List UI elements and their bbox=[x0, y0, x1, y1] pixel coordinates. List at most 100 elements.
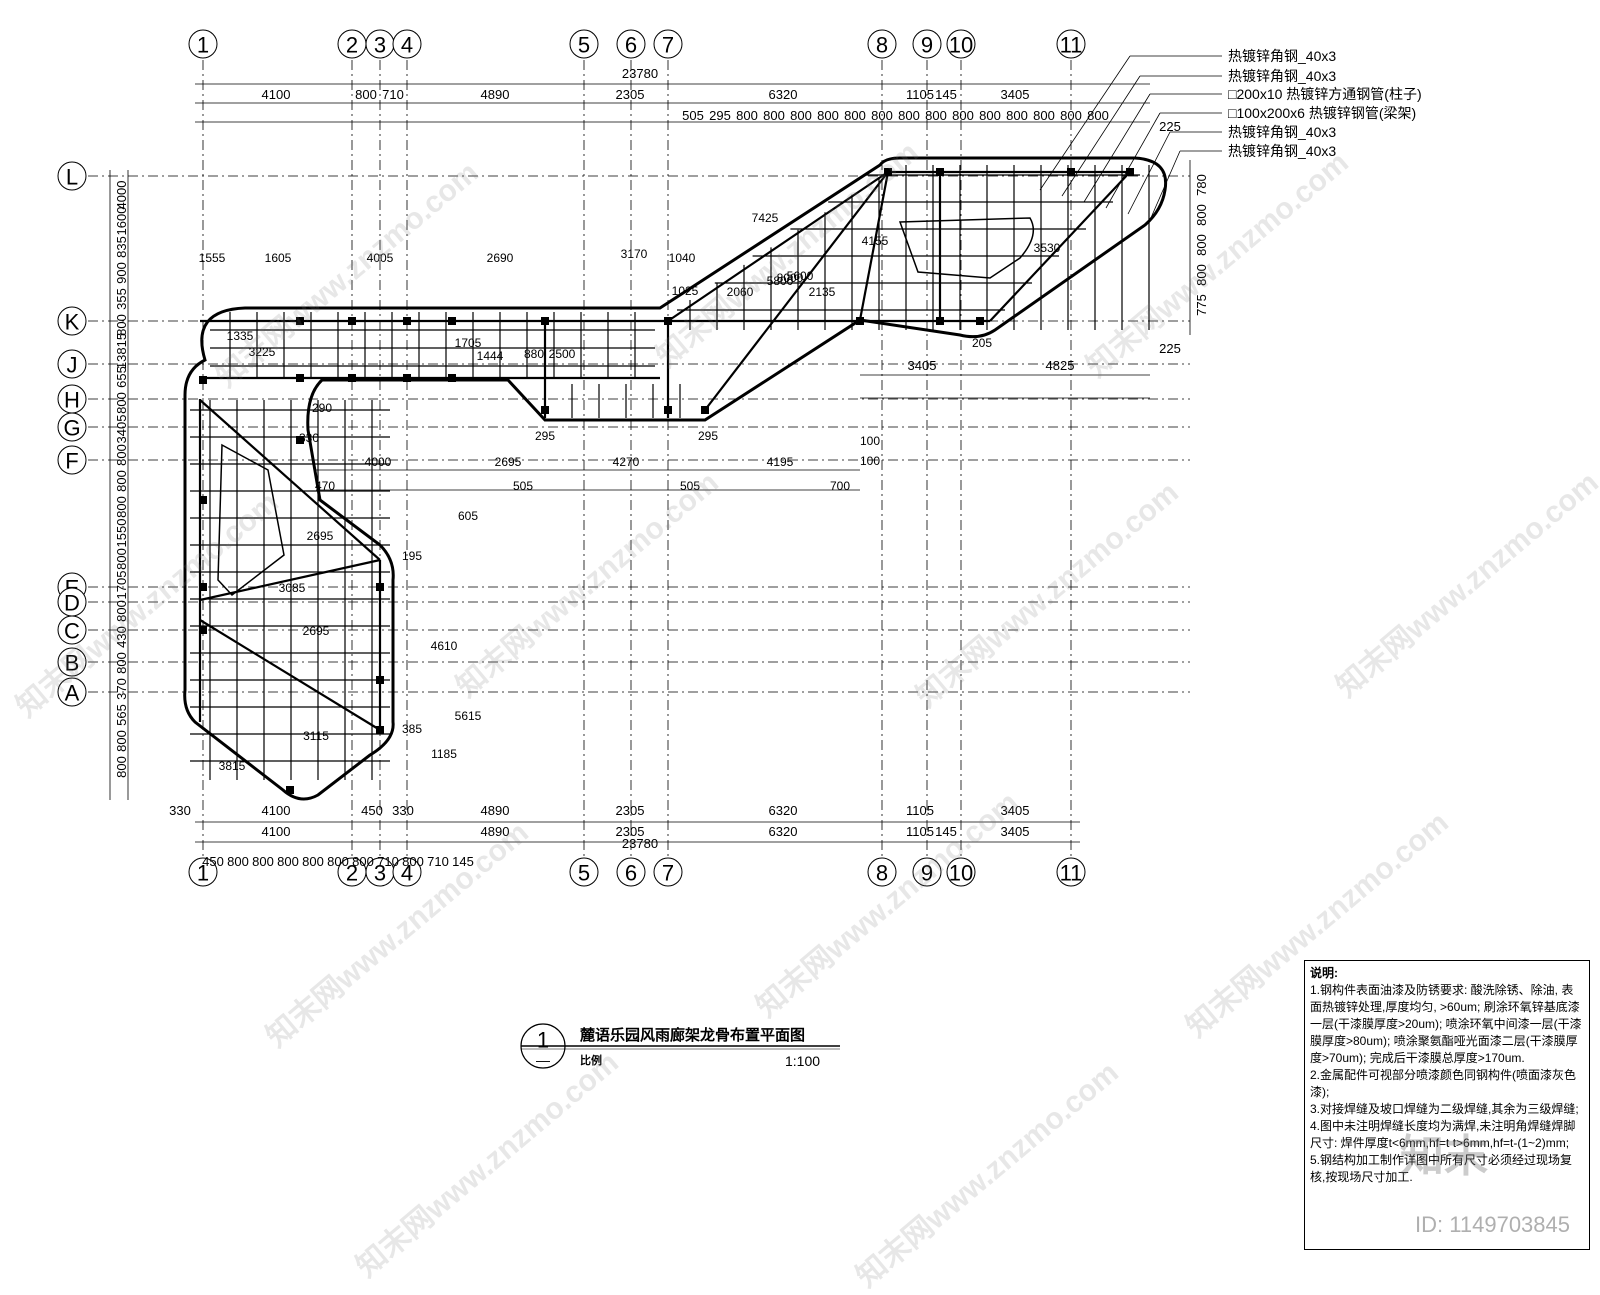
interior-dim: 5615 bbox=[455, 709, 482, 723]
top-dim: 145 bbox=[935, 87, 957, 102]
axis-bubble-6-bottom: 6 bbox=[616, 857, 646, 887]
top-dim-detail: 800 bbox=[952, 108, 974, 123]
interior-dim: 3115 bbox=[303, 729, 329, 743]
axis-bubble-B: B bbox=[57, 647, 87, 677]
note-item: 3.对接焊缝及坡口焊缝为二级焊缝,其余为三级焊缝; bbox=[1310, 1102, 1579, 1116]
right-dim: 225 bbox=[1159, 341, 1181, 356]
axis-label-4: 4 bbox=[401, 33, 413, 58]
interior-dim: 2135 bbox=[809, 285, 836, 299]
left-dim: 800 bbox=[114, 314, 129, 336]
left-dim: 4000 bbox=[114, 181, 129, 210]
axis-label-6: 6 bbox=[625, 33, 637, 58]
interior-dim: 700 bbox=[830, 479, 850, 493]
bottom-dim: 3405 bbox=[1001, 803, 1030, 818]
axis-label-1: 1 bbox=[197, 861, 209, 886]
top-dim-detail: 800 bbox=[736, 108, 758, 123]
top-dim-detail: 800 bbox=[925, 108, 947, 123]
left-dim: 655 bbox=[114, 366, 129, 388]
interior-dim: 100 bbox=[860, 434, 880, 448]
axis-label-7: 7 bbox=[662, 861, 674, 886]
interior-dim: 1185 bbox=[431, 747, 457, 761]
top-dim-detail: 800 bbox=[1060, 108, 1082, 123]
legend-label: 热镀锌角钢_40x3 bbox=[1228, 48, 1336, 64]
axis-bubble-F: F bbox=[57, 445, 87, 475]
interior-dim: 1555 bbox=[199, 251, 226, 265]
interior-dim: 2695 bbox=[303, 624, 330, 638]
scale-value: 1:100 bbox=[785, 1053, 820, 1069]
axis-bubble-4-top: 4 bbox=[392, 29, 422, 59]
axis-label-2: 2 bbox=[346, 861, 358, 886]
axis-bubble-5-bottom: 5 bbox=[569, 857, 599, 887]
left-dim: 355 bbox=[114, 288, 129, 310]
id-watermark: ID: 1149703845 bbox=[1415, 1212, 1570, 1237]
axis-bubble-6-top: 6 bbox=[616, 29, 646, 59]
steel-framing-structure bbox=[183, 156, 1168, 801]
axis-bubble-4-bottom: 4 bbox=[392, 857, 422, 887]
bottom-dim: 6320 bbox=[769, 824, 798, 839]
interior-dim: 605 bbox=[458, 509, 478, 523]
axis-label-8: 8 bbox=[876, 861, 888, 886]
left-dim: 800 bbox=[114, 756, 129, 778]
right-dim: 4825 bbox=[1046, 358, 1075, 373]
bottom-dim-detail: 800 bbox=[352, 854, 374, 869]
interior-dim: 4005 bbox=[367, 251, 394, 265]
interior-dim: 4155 bbox=[862, 234, 889, 248]
axis-label-9: 9 bbox=[921, 33, 933, 58]
left-dim: 900 bbox=[114, 262, 129, 284]
legend-callout: 热镀锌角钢_40x3 bbox=[1127, 124, 1336, 215]
axis-label-10: 10 bbox=[949, 861, 973, 886]
interior-dim: 1444 bbox=[477, 349, 504, 363]
axis-bubble-2-top: 2 bbox=[337, 29, 367, 59]
interior-dim: 2500 bbox=[549, 347, 576, 361]
title-number: 1 bbox=[537, 1028, 549, 1053]
left-dim: 370 bbox=[114, 678, 129, 700]
axis-bubble-10-bottom: 10 bbox=[946, 857, 976, 887]
axis-bubble-3-top: 3 bbox=[365, 29, 395, 59]
top-dim-detail: 295 bbox=[709, 108, 731, 123]
bottom-dim: 4890 bbox=[481, 803, 510, 818]
bottom-dim-detail: 710 bbox=[377, 854, 399, 869]
interior-dim: 880 bbox=[524, 347, 544, 361]
left-dim: 800 bbox=[114, 600, 129, 622]
interior-dim: 8000 bbox=[777, 271, 804, 285]
bottom-dim: 6320 bbox=[769, 803, 798, 818]
left-dim: 800 bbox=[114, 392, 129, 414]
bottom-dim: 1105 bbox=[906, 803, 934, 818]
axis-label-4: 4 bbox=[401, 861, 413, 886]
bottom-dim-detail: 800 bbox=[277, 854, 299, 869]
interior-dim: 290 bbox=[312, 401, 332, 415]
dimension-lines bbox=[109, 83, 1191, 843]
top-dim: 3405 bbox=[1001, 87, 1030, 102]
left-dim: 3405 bbox=[114, 415, 129, 444]
axis-bubble-11-top: 11 bbox=[1056, 29, 1086, 59]
design-notes: 说明: 1.钢构件表面油漆及防锈要求: 酸洗除锈、除油, 表面热镀锌处理,厚度均… bbox=[1304, 960, 1590, 1250]
interior-dim: 4270 bbox=[613, 455, 640, 469]
left-dim: 1550 bbox=[114, 519, 129, 548]
bottom-dim: 2305 bbox=[616, 824, 645, 839]
drawing-title-block: 1 — 麓语乐园风雨廊架龙骨布置平面图 比例 1:100 bbox=[520, 1023, 840, 1069]
bottom-dim-detail: 710 bbox=[427, 854, 449, 869]
interior-dim: 3225 bbox=[249, 345, 276, 359]
axis-label-11: 11 bbox=[1060, 33, 1083, 58]
axis-bubble-1-top: 1 bbox=[188, 29, 218, 59]
left-dim: 800 bbox=[114, 496, 129, 518]
right-dim: 800 bbox=[1194, 204, 1209, 226]
axis-label-J: J bbox=[67, 353, 78, 378]
axis-label-C: C bbox=[64, 619, 80, 644]
axis-bubble-D: D bbox=[57, 587, 87, 617]
bottom-dim: 330 bbox=[169, 803, 191, 818]
interior-dim: 1705 bbox=[455, 336, 482, 350]
axis-label-B: B bbox=[65, 651, 80, 676]
top-dim-detail: 800 bbox=[763, 108, 785, 123]
left-dim: 565 bbox=[114, 704, 129, 726]
bottom-dim-detail: 800 bbox=[252, 854, 274, 869]
notes-heading: 说明: bbox=[1310, 966, 1338, 980]
interior-dim: 1335 bbox=[227, 329, 254, 343]
interior-dim: 385 bbox=[402, 722, 422, 736]
top-dim-detail: 505 bbox=[682, 108, 704, 123]
interior-dim: 3530 bbox=[1034, 241, 1061, 255]
interior-dim: 1025 bbox=[672, 284, 699, 298]
right-dim: 780 bbox=[1194, 174, 1209, 196]
axis-bubble-9-top: 9 bbox=[912, 29, 942, 59]
